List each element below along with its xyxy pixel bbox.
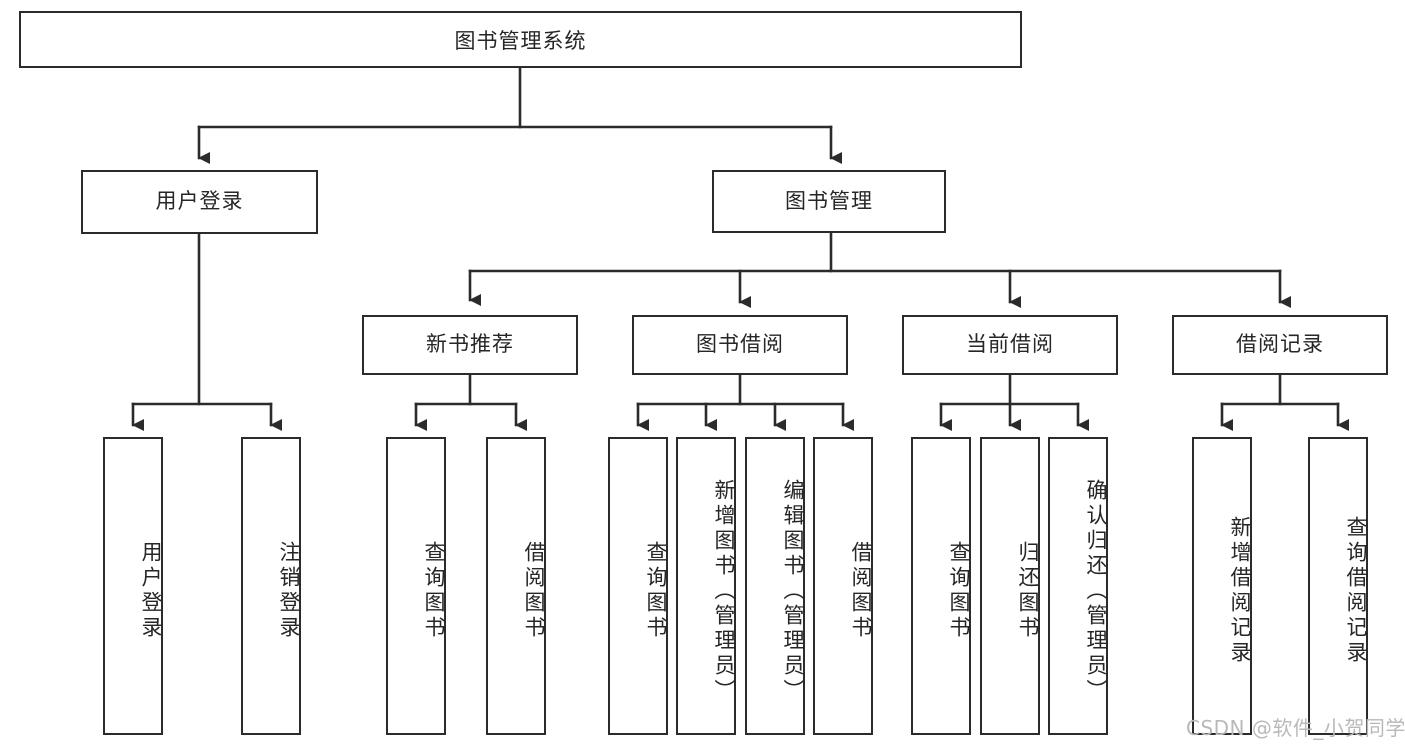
node-book-management[interactable]: 图书管理 — [712, 170, 946, 233]
leaf-user-login-logout[interactable]: 注销登录 — [241, 437, 301, 735]
leaf-borrow-record-add[interactable]: 新增借阅记录 — [1192, 437, 1252, 735]
leaf-user-login-login[interactable]: 用户登录 — [103, 437, 163, 735]
watermark: CSDN @软件_小贺同学 — [1186, 716, 1405, 740]
node-current-borrow-label: 当前借阅 — [966, 332, 1054, 357]
leaf-label: 查询图书 — [947, 541, 971, 641]
leaf-label: 用户登录 — [139, 541, 163, 641]
leaf-label: 借阅图书 — [522, 541, 546, 641]
leaf-label: 新增图书（管理员） — [712, 478, 736, 704]
leaf-book-borrow-borrow[interactable]: 借阅图书 — [813, 437, 873, 735]
leaf-book-borrow-query[interactable]: 查询图书 — [608, 437, 668, 735]
leaf-label: 编辑图书（管理员） — [781, 478, 805, 704]
leaf-label: 归还图书 — [1016, 541, 1040, 641]
node-book-borrow[interactable]: 图书借阅 — [632, 315, 848, 375]
leaf-book-borrow-edit[interactable]: 编辑图书（管理员） — [745, 437, 805, 735]
leaf-label: 确认归还（管理员） — [1084, 478, 1108, 704]
leaf-borrow-record-query[interactable]: 查询借阅记录 — [1308, 437, 1368, 735]
node-new-book-recommend[interactable]: 新书推荐 — [362, 315, 578, 375]
leaf-label: 查询借阅记录 — [1344, 516, 1368, 666]
node-borrow-record-label: 借阅记录 — [1236, 332, 1324, 357]
node-root-label: 图书管理系统 — [454, 28, 587, 53]
leaf-label: 查询图书 — [644, 541, 668, 641]
node-new-book-recommend-label: 新书推荐 — [426, 332, 514, 357]
node-root-book-management-system[interactable]: 图书管理系统 — [19, 11, 1022, 68]
node-book-management-label: 图书管理 — [785, 188, 873, 213]
node-user-login-label: 用户登录 — [155, 189, 244, 214]
leaf-current-borrow-query[interactable]: 查询图书 — [911, 437, 971, 735]
leaf-book-borrow-add[interactable]: 新增图书（管理员） — [676, 437, 736, 735]
leaf-current-borrow-confirm-return[interactable]: 确认归还（管理员） — [1048, 437, 1108, 735]
node-borrow-record[interactable]: 借阅记录 — [1172, 315, 1388, 375]
leaf-current-borrow-return[interactable]: 归还图书 — [980, 437, 1040, 735]
leaf-label: 查询图书 — [422, 541, 446, 641]
node-book-borrow-label: 图书借阅 — [696, 332, 784, 357]
node-current-borrow[interactable]: 当前借阅 — [902, 315, 1118, 375]
node-user-login[interactable]: 用户登录 — [81, 170, 318, 234]
leaf-label: 注销登录 — [277, 541, 301, 641]
leaf-label: 新增借阅记录 — [1228, 516, 1252, 666]
leaf-new-book-query[interactable]: 查询图书 — [386, 437, 446, 735]
leaf-new-book-borrow[interactable]: 借阅图书 — [486, 437, 546, 735]
leaf-label: 借阅图书 — [849, 541, 873, 641]
